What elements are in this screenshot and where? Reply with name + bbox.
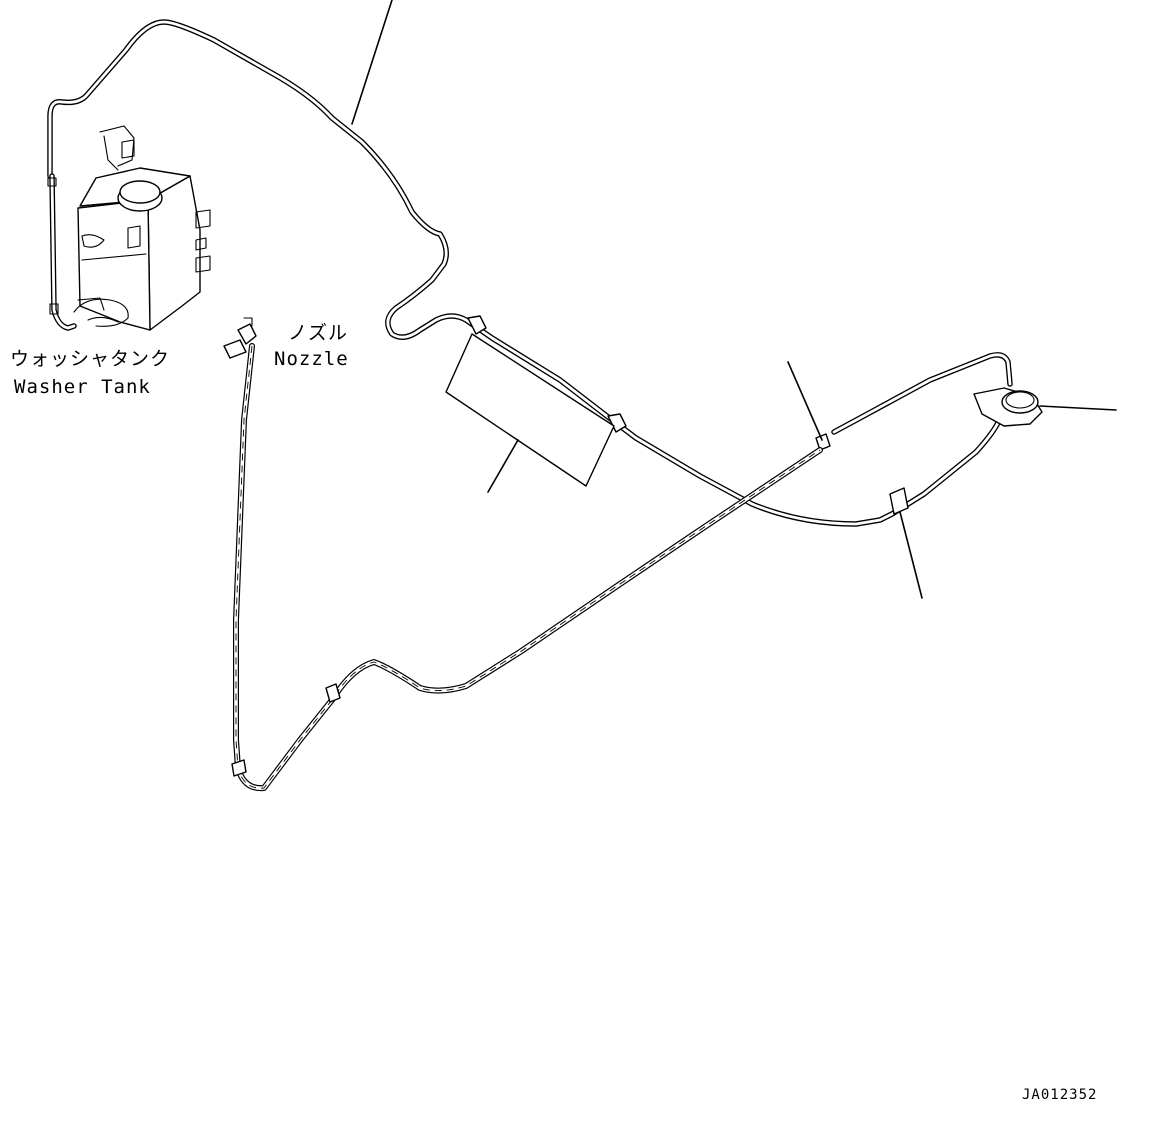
protector-sleeve <box>445 333 615 487</box>
washer-tank <box>73 125 211 331</box>
washer-tank-label-jp: ウォッシャタンク <box>10 348 171 370</box>
nozzle <box>223 317 257 359</box>
drawing-code: JA012352 <box>1022 1087 1098 1103</box>
nozzle-label-en: Nozzle <box>274 348 349 370</box>
main-washer-hose <box>47 19 1003 527</box>
nozzle-hose <box>231 343 823 792</box>
washer-tank-label-en: Washer Tank <box>14 376 151 398</box>
grommet <box>973 387 1043 427</box>
leader-lines <box>351 0 1117 599</box>
upper-branch-hose <box>831 352 1013 435</box>
hose-clips <box>467 315 909 515</box>
nozzle-label-jp: ノズル <box>288 322 349 344</box>
